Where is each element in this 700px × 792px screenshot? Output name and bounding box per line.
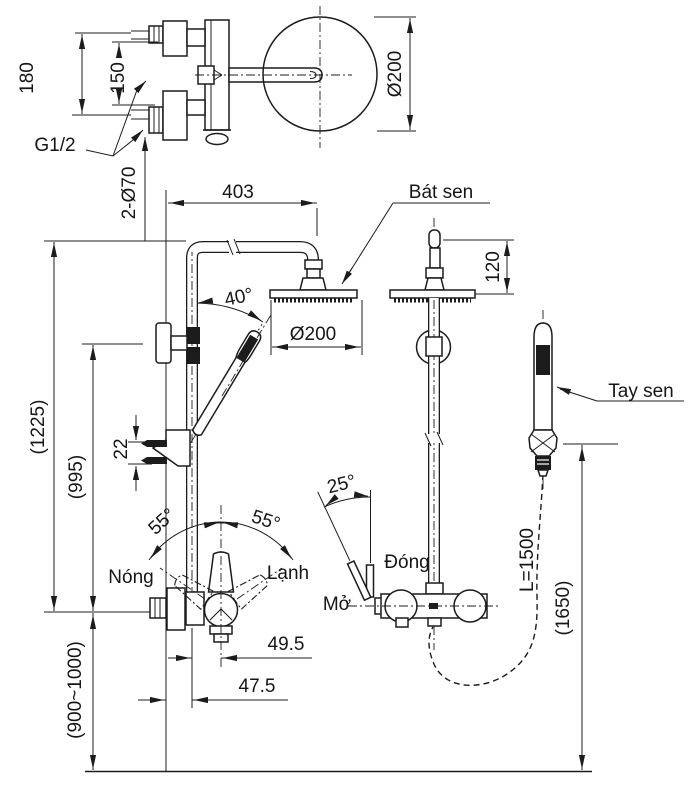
label-hot: Nóng: [108, 567, 153, 588]
dim-thread-label: G1/2: [34, 135, 75, 156]
part-hand-shower-label: Tay sen: [608, 381, 673, 402]
dim-150-label: 150: [108, 62, 129, 94]
part-shower-head-label: Bát sen: [409, 182, 473, 203]
dim-180-label: 180: [17, 62, 38, 94]
valve-escutcheon-left: [166, 587, 186, 631]
dim-40deg-label: 40°: [223, 284, 255, 311]
top-view-dimensions: 180 150 Ø200 G1/2 2-Ø70: [17, 16, 416, 241]
dim-900-1000-label: (900~1000): [65, 641, 86, 739]
dim-top-diameter-label: Ø200: [385, 51, 406, 97]
hand-shower-right: [528, 310, 558, 490]
escutcheon-top: [162, 20, 188, 57]
column-outlet-plan: [205, 132, 229, 146]
dim-escutcheons-label: 2-Ø70: [119, 167, 140, 220]
lever-open: [317, 491, 372, 602]
annotations: 403 Bát sen 40° Ø200 120 Tay sen: [28, 182, 684, 773]
dim-47-5-label: 47.5: [239, 676, 276, 697]
escutcheon-bottom: [162, 90, 188, 141]
inlet-nut-top: [148, 25, 164, 44]
dim-55deg-left-label: 55°: [145, 504, 180, 539]
dim-120-label: 120: [483, 251, 504, 283]
dim-hose-length-label: L=1500: [517, 528, 538, 592]
top-view: [131, 6, 378, 148]
hand-shower-left: [190, 324, 263, 443]
inlet-hex-left: [149, 597, 167, 619]
shower-hose: [428, 473, 544, 687]
label-cold: Lạnh: [267, 563, 309, 584]
dim-1650-label: (1650): [553, 581, 574, 636]
dim-25deg-label: 25°: [325, 471, 358, 498]
dim-403-label: 403: [222, 182, 254, 203]
dim-1225-label: (1225): [28, 400, 49, 455]
side-view: [317, 218, 558, 687]
shower-head-disc-right: [389, 289, 476, 299]
dim-55deg-right-label: 55°: [249, 506, 283, 535]
label-closed: Đóng: [384, 552, 429, 573]
wall-union-escutcheon: [155, 322, 172, 364]
label-open: Mở: [323, 594, 351, 615]
inlet-nut-bottom: [148, 106, 164, 134]
dim-995-label: (995): [66, 455, 87, 499]
dim-49-5-label: 49.5: [268, 634, 305, 655]
handle-ghost-hot: [174, 574, 215, 611]
mixer-handle: [207, 551, 235, 593]
front-view: [141, 190, 358, 771]
dim-head-diameter-label: Ø200: [290, 324, 336, 345]
dim-22-label: 22: [111, 438, 132, 459]
handle-ghost-cold: [227, 574, 268, 611]
shower-head-disc-left: [269, 289, 358, 299]
